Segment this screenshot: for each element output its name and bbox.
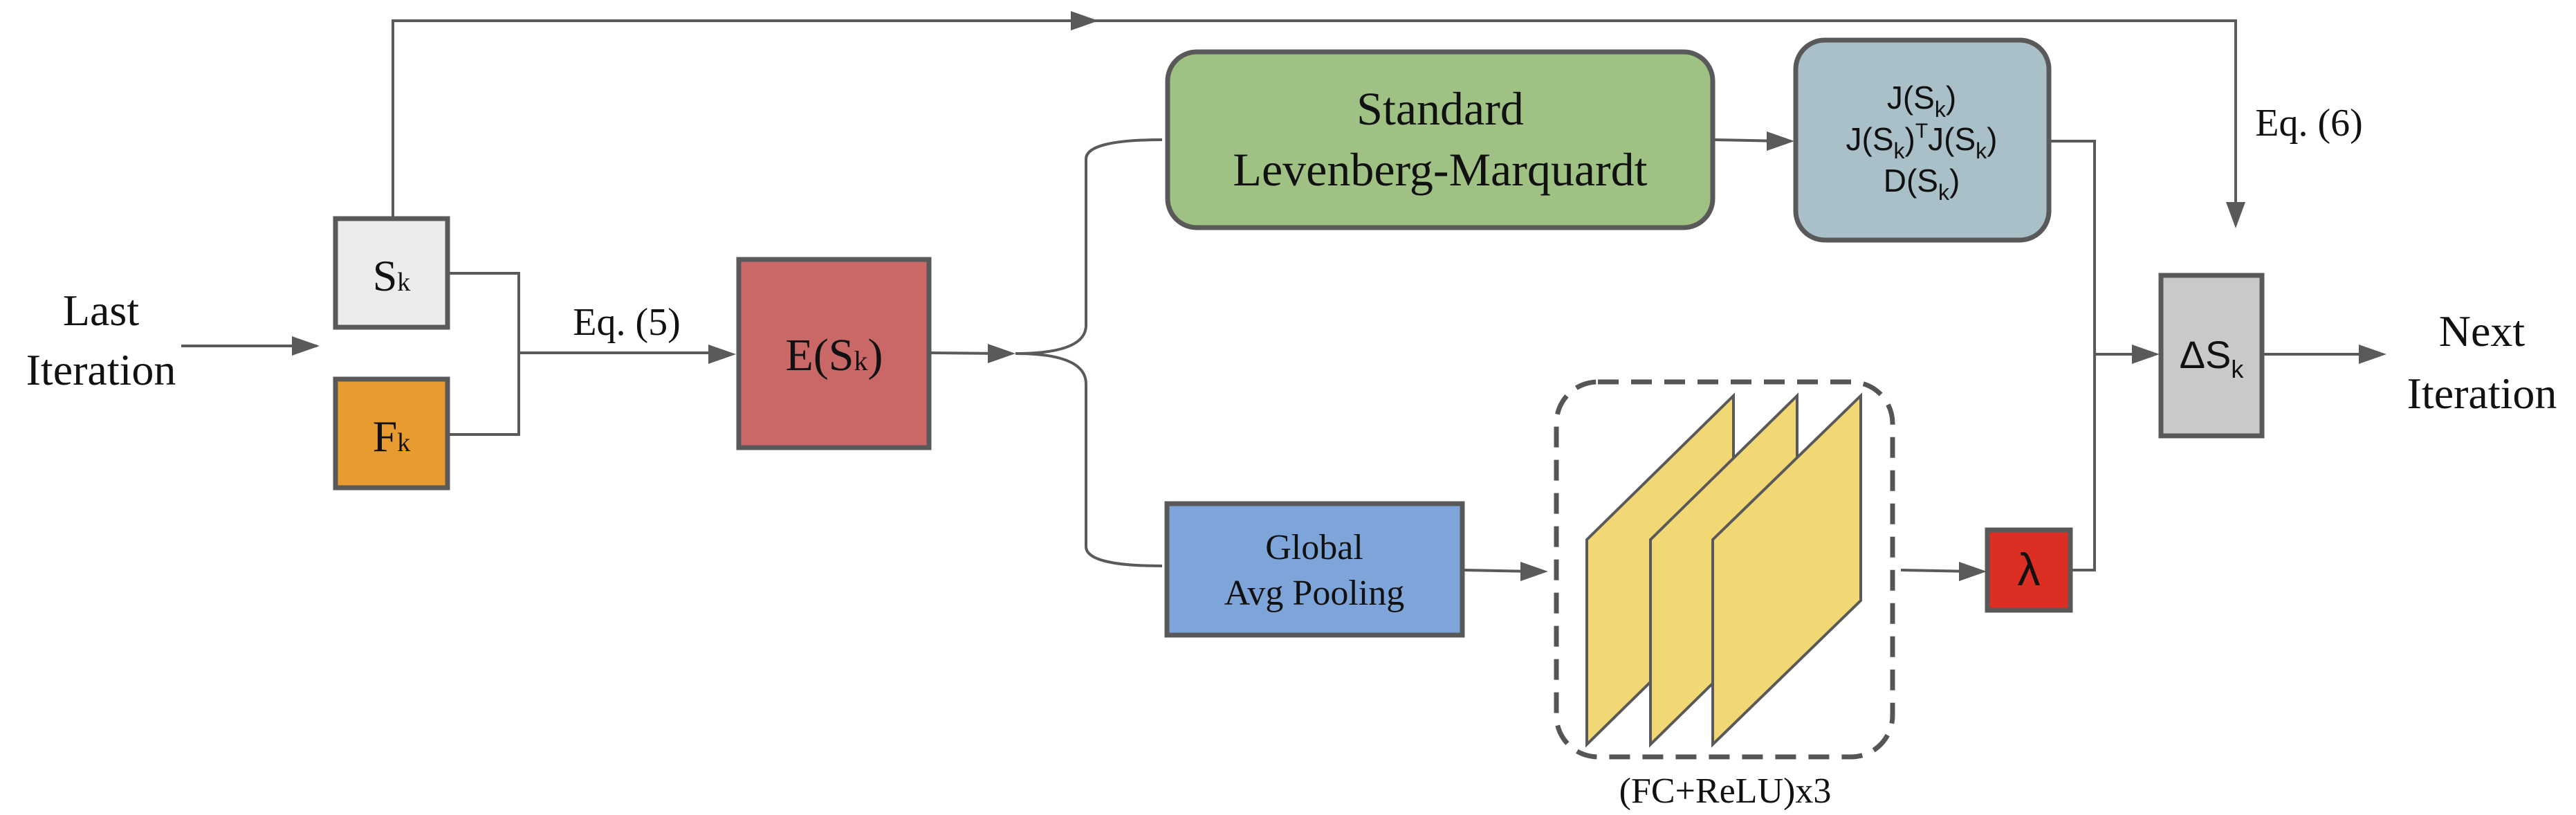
standard-lm-label-line1: Standard [1356,82,1524,135]
fk-node: Fk [333,376,450,491]
arrowhead [2359,345,2386,364]
arrowhead [2226,202,2245,228]
next-iteration-label-line1: Next [2439,306,2526,356]
delta-sk-box [2158,273,2265,439]
delta-sk-label: ΔSk [2180,333,2245,383]
lambda-box [1985,527,2073,613]
arrowhead [1520,562,1548,581]
sk-box [333,216,450,330]
next-iteration-label-line2: Iteration [2407,369,2557,418]
global-avg-pooling-box [1164,501,1465,638]
last-iteration-label-line1: Last [63,286,139,335]
arrowhead [1767,131,1794,151]
lambda-node: λ [1985,527,2073,613]
standard-lm-label-line2: Levenberg-Marquardt [1233,143,1647,196]
energy-node: E(Sk) [736,257,932,450]
edge-branch-lower [1015,352,1163,567]
sk-node: Sk [333,216,450,330]
lambda-label: λ [2018,544,2041,595]
jacobian-line2: J(Sk)TJ(Sk) [1846,120,1998,163]
global-avg-pooling-label-line1: Global [1265,528,1363,567]
fk-box [333,376,450,491]
fc-layer-3 [1711,392,1862,748]
arrowhead [292,336,320,356]
jacobian-box [1793,37,2052,243]
jacobian-node: J(Sk) J(Sk)TJ(Sk) D(Sk) [1793,37,2052,243]
energy-label: E(Sk) [786,330,883,381]
last-iteration-label-line2: Iteration [26,345,176,394]
fc-relu-label: (FC+ReLU)x3 [1619,771,1832,811]
connectors [181,11,2386,581]
arrowhead [708,345,736,364]
fc-relu-block: (FC+ReLU)x3 [1554,379,1895,811]
arrowhead [1071,11,1098,30]
standard-lm-box [1165,49,1715,230]
delta-sk-node: ΔSk [2158,273,2265,439]
eq5-label: Eq. (5) [573,301,681,344]
edge-sk-merge [448,272,520,436]
global-avg-pooling-label-line2: Avg Pooling [1224,574,1405,613]
jacobian-line3: D(Sk) [1884,163,1960,205]
fk-label: Fk [373,412,411,461]
sk-label: Sk [373,251,411,300]
standard-lm-node: Standard Levenberg-Marquardt [1165,49,1715,230]
fc-relu-dashed-border [1554,379,1895,760]
edge-branch-upper [1015,138,1163,355]
edge-sk-bypass-to-delta [392,19,2237,219]
arrowhead [1959,562,1987,581]
edge-jacobian-to-delta [2049,140,2096,354]
energy-box [736,257,932,450]
global-avg-pooling-node: Global Avg Pooling [1164,501,1465,638]
arrowhead [988,344,1015,363]
arrowhead [2132,345,2160,364]
edge-lambda-to-delta [2072,353,2144,571]
jacobian-line1: J(Sk) [1887,80,1956,122]
eq6-label: Eq. (6) [2255,102,2363,145]
